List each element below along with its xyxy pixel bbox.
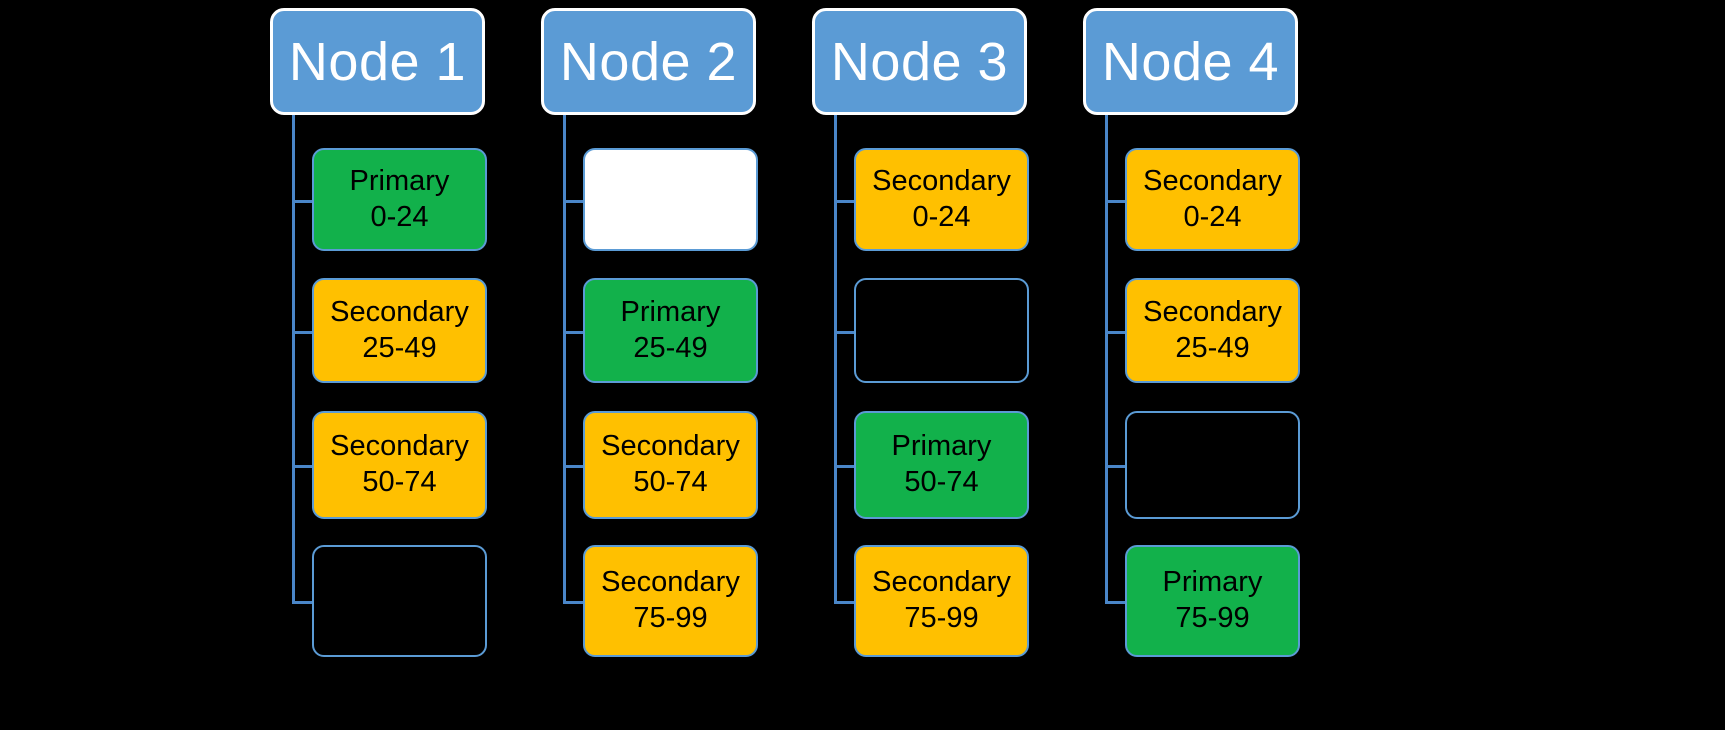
slot-role-label: Secondary xyxy=(330,295,469,328)
slot-range-label: 0-24 xyxy=(1183,200,1242,233)
slot-range-label: 25-49 xyxy=(633,331,708,364)
connector-trunk-2 xyxy=(563,115,566,601)
connector-branch-1-4 xyxy=(292,601,313,604)
connector-trunk-1 xyxy=(292,115,295,601)
slot-range-label: 25-49 xyxy=(1175,331,1250,364)
slot-4-3-empty[interactable] xyxy=(1125,411,1300,519)
slot-range-label: 25-49 xyxy=(362,331,437,364)
slot-range-label: 75-99 xyxy=(633,602,708,634)
slot-role-label: Secondary xyxy=(872,566,1011,599)
slot-range-label: 75-99 xyxy=(1175,602,1250,634)
connector-branch-4-2 xyxy=(1105,330,1126,334)
node-header-2[interactable]: Node 2 xyxy=(541,8,756,115)
node-header-label: Node 2 xyxy=(559,31,738,92)
connector-branch-4-1 xyxy=(1105,199,1126,203)
connector-branch-1-1 xyxy=(292,199,313,203)
connector-branch-3-2 xyxy=(834,330,855,334)
node-header-4[interactable]: Node 4 xyxy=(1083,8,1298,115)
connector-branch-3-1 xyxy=(834,199,855,203)
slot-role-label: Secondary xyxy=(872,164,1011,197)
slot-role-label: Primary xyxy=(620,295,721,328)
connector-trunk-3 xyxy=(834,115,837,601)
node-header-label: Node 1 xyxy=(288,31,467,92)
slot-range-label: 75-99 xyxy=(904,602,979,634)
slot-2-1-white[interactable] xyxy=(583,148,758,251)
node-header-label: Node 3 xyxy=(830,31,1009,92)
slot-role-label: Primary xyxy=(1162,566,1263,599)
slot-range-label: 0-24 xyxy=(912,200,971,233)
slot-role-label: Secondary xyxy=(1143,164,1282,197)
connector-trunk-4 xyxy=(1105,115,1108,601)
slot-role-label: Secondary xyxy=(330,430,469,463)
connector-branch-3-4 xyxy=(834,601,855,604)
connector-branch-1-3 xyxy=(292,465,313,468)
slot-range-label: 0-24 xyxy=(370,200,429,233)
connector-branch-2-4 xyxy=(563,601,584,604)
node-header-label: Node 4 xyxy=(1101,31,1280,92)
connector-branch-2-1 xyxy=(563,199,584,203)
slot-role-label: Secondary xyxy=(601,430,740,463)
node-header-3[interactable]: Node 3 xyxy=(812,8,1027,115)
slot-1-4-empty[interactable] xyxy=(312,545,487,657)
slot-role-label: Secondary xyxy=(601,566,740,599)
connector-branch-1-2 xyxy=(292,330,313,334)
connector-branch-2-2 xyxy=(563,330,584,334)
slot-role-label: Primary xyxy=(349,164,450,197)
slot-range-label: 50-74 xyxy=(904,466,979,498)
slot-role-label: Primary xyxy=(891,430,992,463)
connector-branch-2-3 xyxy=(563,465,584,468)
connector-branch-4-3 xyxy=(1105,465,1126,468)
connector-branch-3-3 xyxy=(834,465,855,468)
connector-branch-4-4 xyxy=(1105,601,1126,604)
node-header-1[interactable]: Node 1 xyxy=(270,8,485,115)
slot-3-2-empty[interactable] xyxy=(854,278,1029,383)
slot-range-label: 50-74 xyxy=(633,466,708,498)
slot-role-label: Secondary xyxy=(1143,295,1282,328)
slot-range-label: 50-74 xyxy=(362,466,437,498)
